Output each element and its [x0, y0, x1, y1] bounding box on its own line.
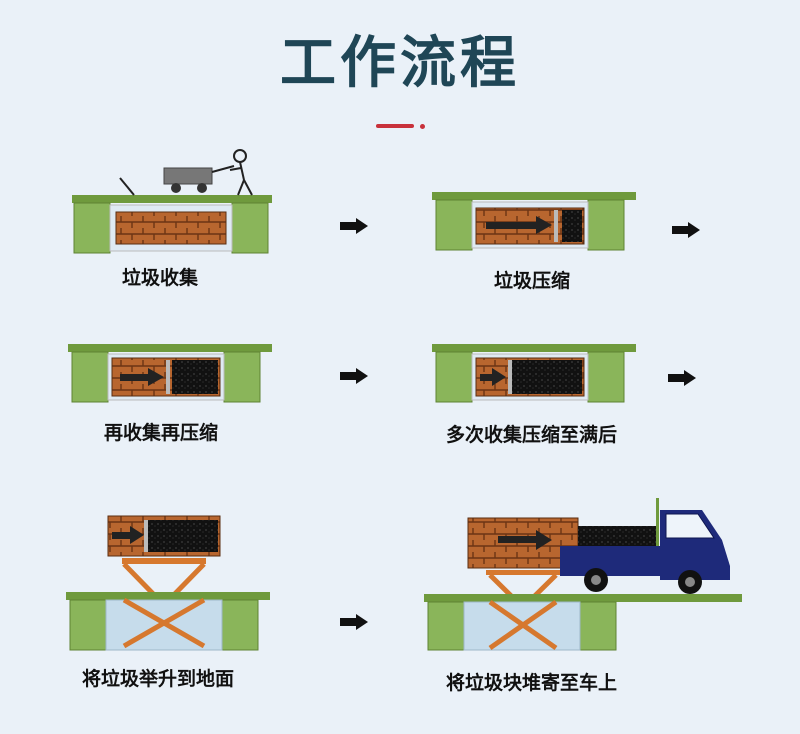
title-underline-dot: [420, 124, 425, 129]
full-box-icon: [512, 360, 582, 394]
page-title: 工作流程: [280, 31, 520, 96]
step-4-illustration: [432, 344, 636, 403]
ground-slab: [72, 195, 272, 203]
compress-arrow-icon: [120, 360, 170, 394]
arrow-right-icon: [668, 370, 696, 386]
step-5-label: 将垃圾举升到地面: [82, 668, 235, 690]
step-3-illustration: [68, 344, 272, 403]
compress-arrow-icon: [486, 210, 558, 242]
arrow-right-icon: [340, 368, 368, 384]
step-5-illustration: [66, 515, 270, 651]
arrow-right-icon: [340, 218, 368, 234]
arrow-right-icon: [672, 222, 700, 238]
step-2-illustration: [432, 192, 636, 251]
cart-pushing-icon: [119, 149, 253, 196]
title-underline: [376, 124, 414, 128]
garbage-box: [115, 211, 227, 245]
step-4-label: 多次收集压缩至满后: [446, 424, 618, 446]
truck-icon: [560, 498, 730, 594]
step-6-illustration: [424, 498, 742, 651]
pillar-left: [73, 202, 111, 254]
step-1-illustration: [72, 149, 272, 254]
step-6-label: 将垃圾块堆寄至车上: [446, 672, 618, 694]
pillar-right: [231, 202, 269, 254]
step-3-label: 再收集再压缩: [104, 422, 219, 444]
arrow-right-icon: [340, 614, 368, 630]
step-2-label: 垃圾压缩: [494, 270, 571, 292]
step-1-label: 垃圾收集: [122, 267, 199, 289]
